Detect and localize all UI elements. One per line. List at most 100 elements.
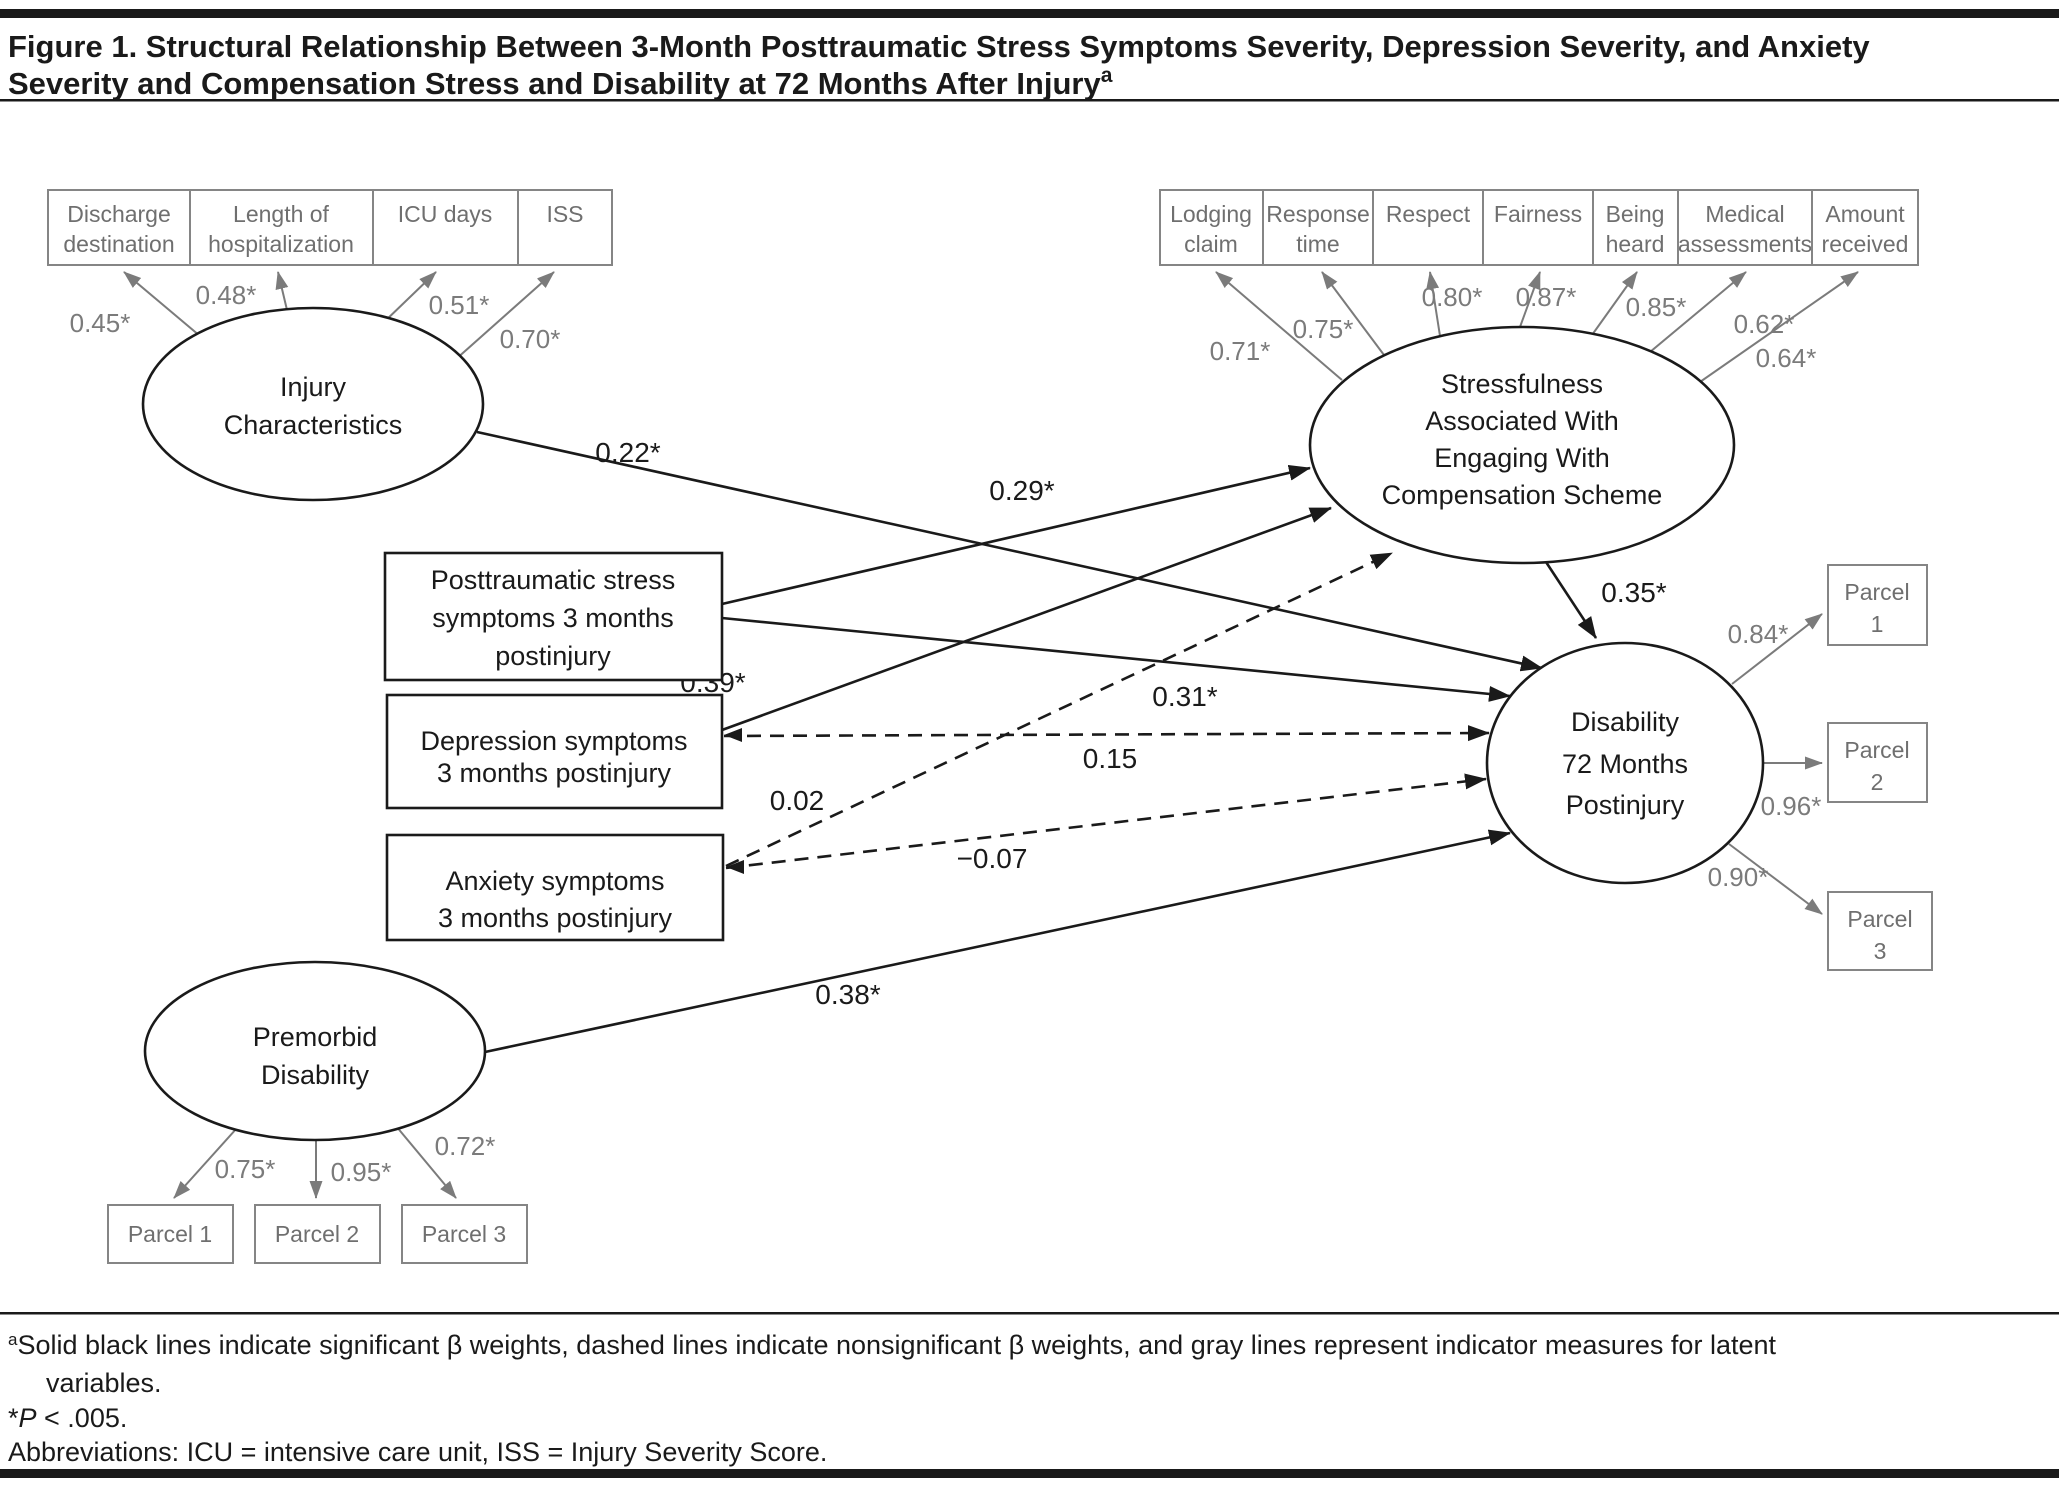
footnote-p-italic: P — [19, 1403, 37, 1433]
bottom-bar — [0, 1469, 2059, 1478]
indicator-iss: ISS — [517, 189, 613, 266]
indicator-being-heard: Being heard — [1592, 189, 1679, 266]
parcel-disability-3-line1: Parcel — [1847, 906, 1912, 932]
indicator-response-line1: Response — [1266, 201, 1370, 227]
path-depression-to-disability-line — [723, 725, 1490, 742]
indicator-medical-assessments: Medical assessments — [1677, 189, 1813, 266]
latent-stress-label-line3: Engaging With — [1434, 443, 1610, 473]
latent-injury-characteristics: Injury Characteristics — [141, 306, 485, 502]
parcel-disability-3-line2: 3 — [1874, 938, 1887, 964]
footnote-line2: variables. — [46, 1368, 162, 1398]
depression-label-line1: Depression symptoms — [420, 726, 687, 756]
indicator-iss-label: ISS — [546, 201, 583, 227]
latent-disability-label-line2: 72 Months — [1562, 749, 1688, 779]
parcel-disability-1-line2: 1 — [1871, 611, 1884, 637]
figure-title-line1: Figure 1. Structural Relationship Betwee… — [8, 29, 1870, 64]
loading-being-heard: 0.85* — [1626, 292, 1687, 322]
title-divider — [0, 99, 2059, 102]
reverse-arrowhead-anxiety — [726, 860, 744, 874]
loading-premorbid-parcel1: 0.75* — [215, 1154, 276, 1184]
latent-premorbid-label-line1: Premorbid — [253, 1022, 378, 1052]
loading-iss: 0.70* — [500, 324, 561, 354]
indicator-being-heard-line2: heard — [1606, 231, 1665, 257]
indicator-discharge-line2: destination — [63, 231, 174, 257]
indicator-icu-days: ICU days — [372, 189, 519, 266]
loading-line-response-time — [1321, 271, 1385, 356]
path-injury-to-disability-line — [476, 430, 1543, 672]
title-superscript: a — [1101, 64, 1113, 87]
latent-stress-label-line2: Associated With — [1425, 406, 1619, 436]
loading-amount-received: 0.64* — [1756, 343, 1817, 373]
parcel-premorbid-1: Parcel 1 — [107, 1204, 234, 1264]
loading-disability-parcel2: 0.96* — [1761, 791, 1822, 821]
loading-line-disability-parcel1 — [1731, 613, 1823, 685]
indicator-icu-label: ICU days — [398, 201, 493, 227]
path-anxiety-to-stress-line — [725, 551, 1393, 868]
coef-anxiety-disability: −0.07 — [957, 843, 1028, 874]
coef-stress-disability: 0.35* — [1601, 577, 1666, 608]
indicator-response-time: Response time — [1262, 189, 1374, 266]
footnote-divider — [0, 1312, 2059, 1315]
loading-premorbid-parcel2: 0.95* — [331, 1157, 392, 1187]
parcel-premorbid-3: Parcel 3 — [401, 1204, 528, 1264]
ptss-label-line2: symptoms 3 months — [432, 603, 674, 633]
loading-line-premorbid-parcel1 — [173, 1127, 238, 1199]
loading-line-iss — [454, 271, 555, 361]
loading-icu-days: 0.51* — [429, 290, 490, 320]
footnote-line1: aSolid black lines indicate significant … — [8, 1330, 1776, 1360]
loading-disability-parcel3: 0.90* — [1708, 862, 1769, 892]
path-premorbid-to-disability-line — [484, 829, 1511, 1054]
parcel-premorbid-1-label: Parcel 1 — [128, 1221, 212, 1247]
indicator-amount-line2: received — [1822, 231, 1909, 257]
parcel-disability-3: Parcel 3 — [1827, 891, 1933, 971]
loading-line-discharge — [123, 271, 201, 337]
loading-line-lodging-claim — [1215, 271, 1343, 381]
loading-medical-assessments: 0.62* — [1734, 309, 1795, 339]
indicator-length-line1: Length of — [233, 201, 330, 227]
footnote-significance: *P < .005. — [8, 1403, 127, 1433]
indicator-fairness-label: Fairness — [1494, 201, 1582, 227]
indicator-medical-line1: Medical — [1705, 201, 1784, 227]
indicator-lodging-line2: claim — [1184, 231, 1238, 257]
parcel-premorbid-3-label: Parcel 3 — [422, 1221, 506, 1247]
indicator-amount-received: Amount received — [1811, 189, 1919, 266]
coef-anxiety-stress: 0.02 — [770, 785, 825, 816]
loading-line-amount-received — [1699, 271, 1859, 383]
loading-line-icu-days — [381, 271, 437, 325]
latent-stressfulness: Stressfulness Associated With Engaging W… — [1308, 325, 1736, 565]
parcel-premorbid-2-label: Parcel 2 — [275, 1221, 359, 1247]
loading-response-time: 0.75* — [1293, 314, 1354, 344]
path-ptss-to-disability-line — [721, 616, 1511, 702]
observed-ptss-box: Posttraumatic stress symptoms 3 months p… — [383, 551, 724, 682]
indicator-discharge-line1: Discharge — [67, 201, 171, 227]
coef-depression-disability: 0.15 — [1083, 743, 1138, 774]
loading-line-medical-assessments — [1649, 271, 1747, 353]
indicator-fairness: Fairness — [1482, 189, 1594, 266]
loading-respect: 0.80* — [1422, 282, 1483, 312]
loading-lodging-claim: 0.71* — [1210, 336, 1271, 366]
loading-line-disability-parcel3 — [1728, 843, 1823, 915]
parcel-disability-2-line2: 2 — [1871, 769, 1884, 795]
reverse-arrowhead-depression — [724, 728, 742, 742]
parcel-premorbid-2: Parcel 2 — [254, 1204, 381, 1264]
path-ptss-to-stress-line — [721, 464, 1311, 606]
depression-label-line2: 3 months postinjury — [437, 758, 672, 788]
path-anxiety-to-disability-line — [725, 773, 1487, 870]
latent-premorbid-disability: Premorbid Disability — [143, 960, 487, 1142]
coef-injury-disability: 0.22* — [595, 437, 660, 468]
path-depression-to-stress-line — [721, 506, 1332, 732]
loading-premorbid-parcel3: 0.72* — [435, 1131, 496, 1161]
latent-disability-label-line3: Postinjury — [1566, 790, 1685, 820]
anxiety-label-line1: Anxiety symptoms — [445, 866, 664, 896]
indicator-lodging-claim: Lodging claim — [1159, 189, 1264, 266]
loading-disability-parcel1: 0.84* — [1728, 619, 1789, 649]
indicator-being-heard-line1: Being — [1606, 201, 1665, 227]
loading-fairness: 0.87* — [1516, 282, 1577, 312]
parcel-disability-1-line1: Parcel — [1844, 579, 1909, 605]
indicator-response-line2: time — [1296, 231, 1339, 257]
coef-ptss-stress: 0.29* — [989, 475, 1054, 506]
observed-depression-box: Depression symptoms 3 months postinjury — [385, 693, 724, 810]
loading-line-length-hosp — [275, 271, 289, 311]
